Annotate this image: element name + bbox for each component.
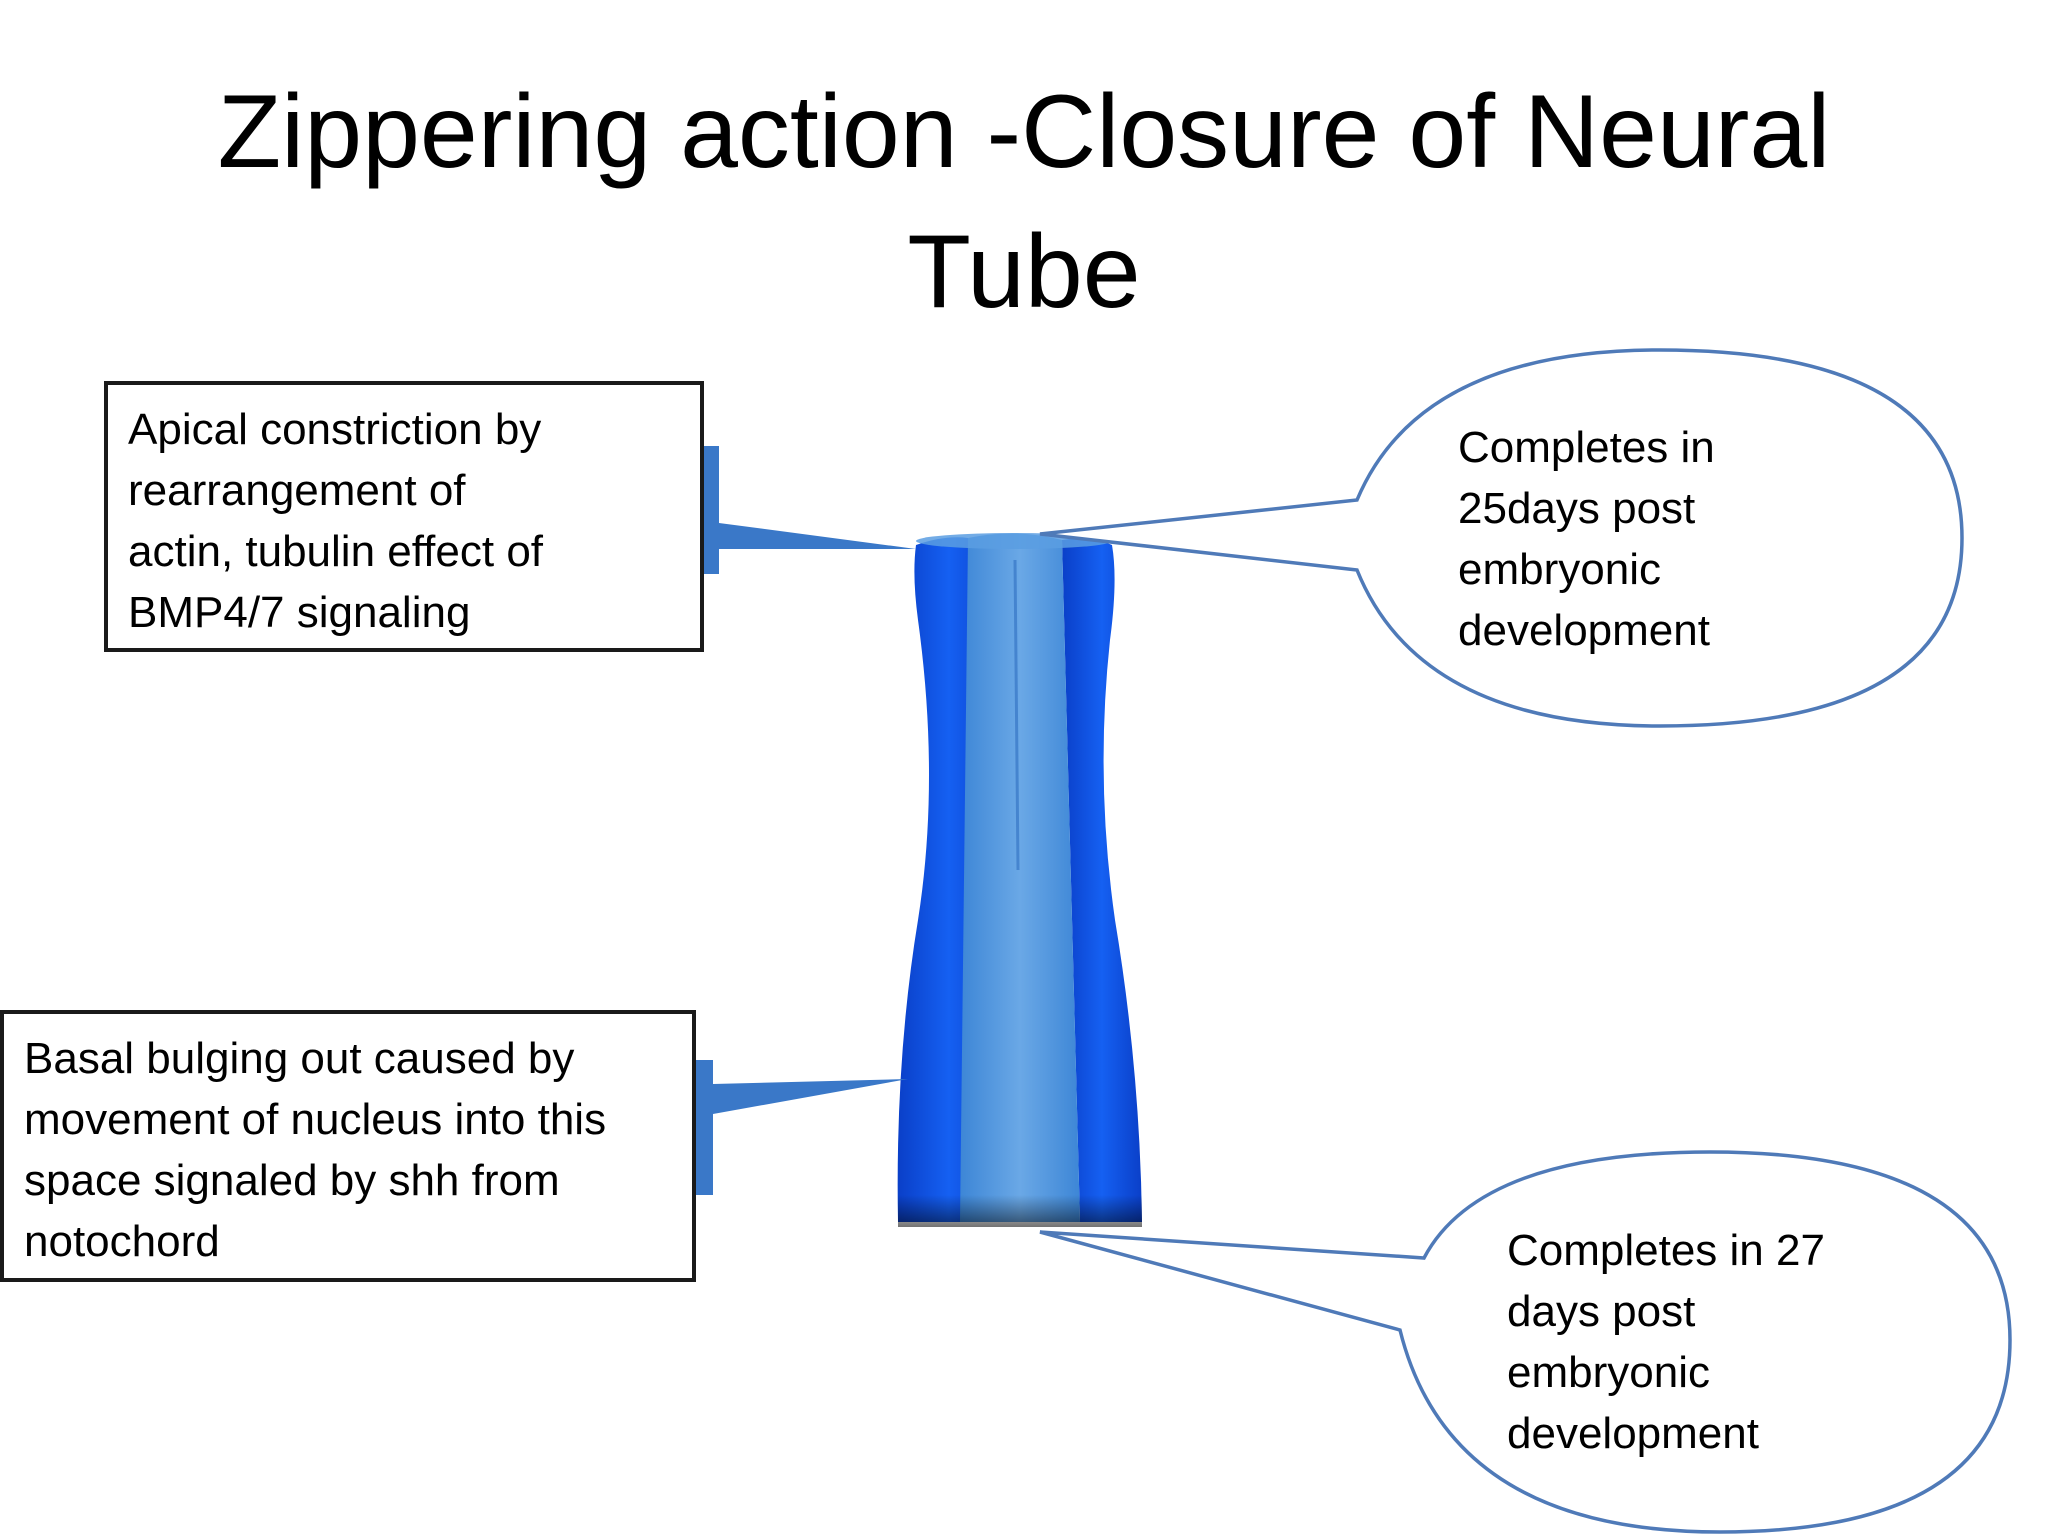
basal-connector xyxy=(686,1060,908,1195)
apical-connector xyxy=(704,446,916,574)
basal-bulging-box: Basal bulging out caused by movement of … xyxy=(0,1010,696,1282)
bubble-27-outline xyxy=(1039,1150,2012,1534)
apical-bracket xyxy=(704,446,719,574)
bubble-27-days-text: Completes in 27 days post embryonic deve… xyxy=(1507,1220,1997,1464)
bubble-27-line-2: days post xyxy=(1507,1287,1696,1336)
apical-line-4: BMP4/7 signaling xyxy=(128,588,471,637)
bubble-25-line-2: 25days post xyxy=(1458,484,1696,533)
bubble-27-line-1: Completes in 27 xyxy=(1507,1226,1825,1275)
basal-line-3: space signaled by shh from xyxy=(24,1156,560,1205)
basal-line-4: notochord xyxy=(24,1217,220,1266)
bubble-25-line-3: embryonic xyxy=(1458,545,1661,594)
tube-right-wall xyxy=(1062,538,1142,1222)
basal-line-2: movement of nucleus into this xyxy=(24,1095,607,1144)
tube-base-shadow xyxy=(898,1195,1142,1227)
bubble-25-days-text: Completes in 25days post embryonic devel… xyxy=(1458,417,1938,661)
basal-pointer xyxy=(713,1079,908,1114)
bubble-27-line-3: embryonic xyxy=(1507,1348,1710,1397)
neural-tube xyxy=(897,533,1142,1227)
slide-title: Zippering action -Closure of Neural Tube xyxy=(217,74,1831,330)
apical-pointer xyxy=(719,523,916,549)
apical-line-3: actin, tubulin effect of xyxy=(128,527,544,576)
basal-line-1: Basal bulging out caused by xyxy=(24,1034,575,1083)
bubble-27-line-4: development xyxy=(1507,1409,1759,1458)
bubble-25-line-4: development xyxy=(1458,606,1710,655)
tube-lumen-zipper-line xyxy=(1013,559,1020,871)
apical-line-2: rearrangement of xyxy=(128,466,466,515)
apical-line-1: Apical constriction by xyxy=(128,405,542,454)
bubble-25-outline xyxy=(1039,348,1964,728)
apical-constriction-box: Apical constriction by rearrangement of … xyxy=(104,381,704,652)
bubble-25-line-1: Completes in xyxy=(1458,423,1715,472)
tube-lumen xyxy=(960,533,1080,1222)
